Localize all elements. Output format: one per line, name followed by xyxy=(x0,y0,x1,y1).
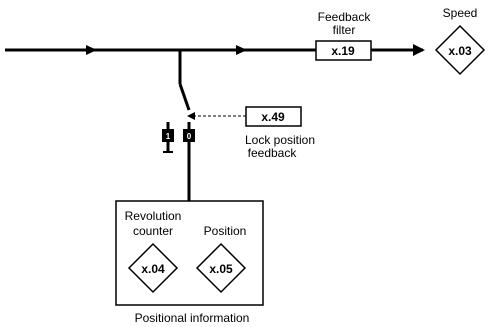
positional-information-box xyxy=(115,200,264,306)
revolution-counter-label-line2: counter xyxy=(133,224,173,238)
speed-param: x.03 xyxy=(448,44,472,58)
switch-blade xyxy=(178,83,191,111)
lock-position-label-line2: feedback xyxy=(248,146,298,160)
switch-position-1-box xyxy=(162,129,174,142)
revolution-counter-param: x.04 xyxy=(141,262,165,276)
speed-diamond xyxy=(434,24,486,76)
position-diamond xyxy=(195,242,247,294)
feedback-filter-param: x.19 xyxy=(331,44,355,58)
arrow-right-icon xyxy=(236,45,247,55)
feedback-filter-label-line1: Feedback xyxy=(318,10,372,24)
positional-information-caption: Positional information xyxy=(135,311,250,325)
feedback-filter-label-line2: filter xyxy=(333,23,356,37)
switch-position-0-label: 0 xyxy=(187,132,192,141)
speed-label: Speed xyxy=(443,6,478,20)
position-label: Position xyxy=(204,224,247,238)
switch-position-1-label: 1 xyxy=(166,132,171,141)
revolution-counter-diamond xyxy=(127,242,179,294)
arrow-left-icon xyxy=(187,112,195,120)
position-param: x.05 xyxy=(209,262,233,276)
lock-position-label-line1: Lock position xyxy=(245,133,315,147)
revolution-counter-label-line1: Revolution xyxy=(125,209,182,223)
arrow-right-icon xyxy=(413,44,425,56)
feedback-filter-box xyxy=(315,40,372,61)
arrow-right-icon xyxy=(86,45,97,55)
switch-position-0-box xyxy=(183,129,195,142)
lock-position-param: x.49 xyxy=(261,110,285,124)
